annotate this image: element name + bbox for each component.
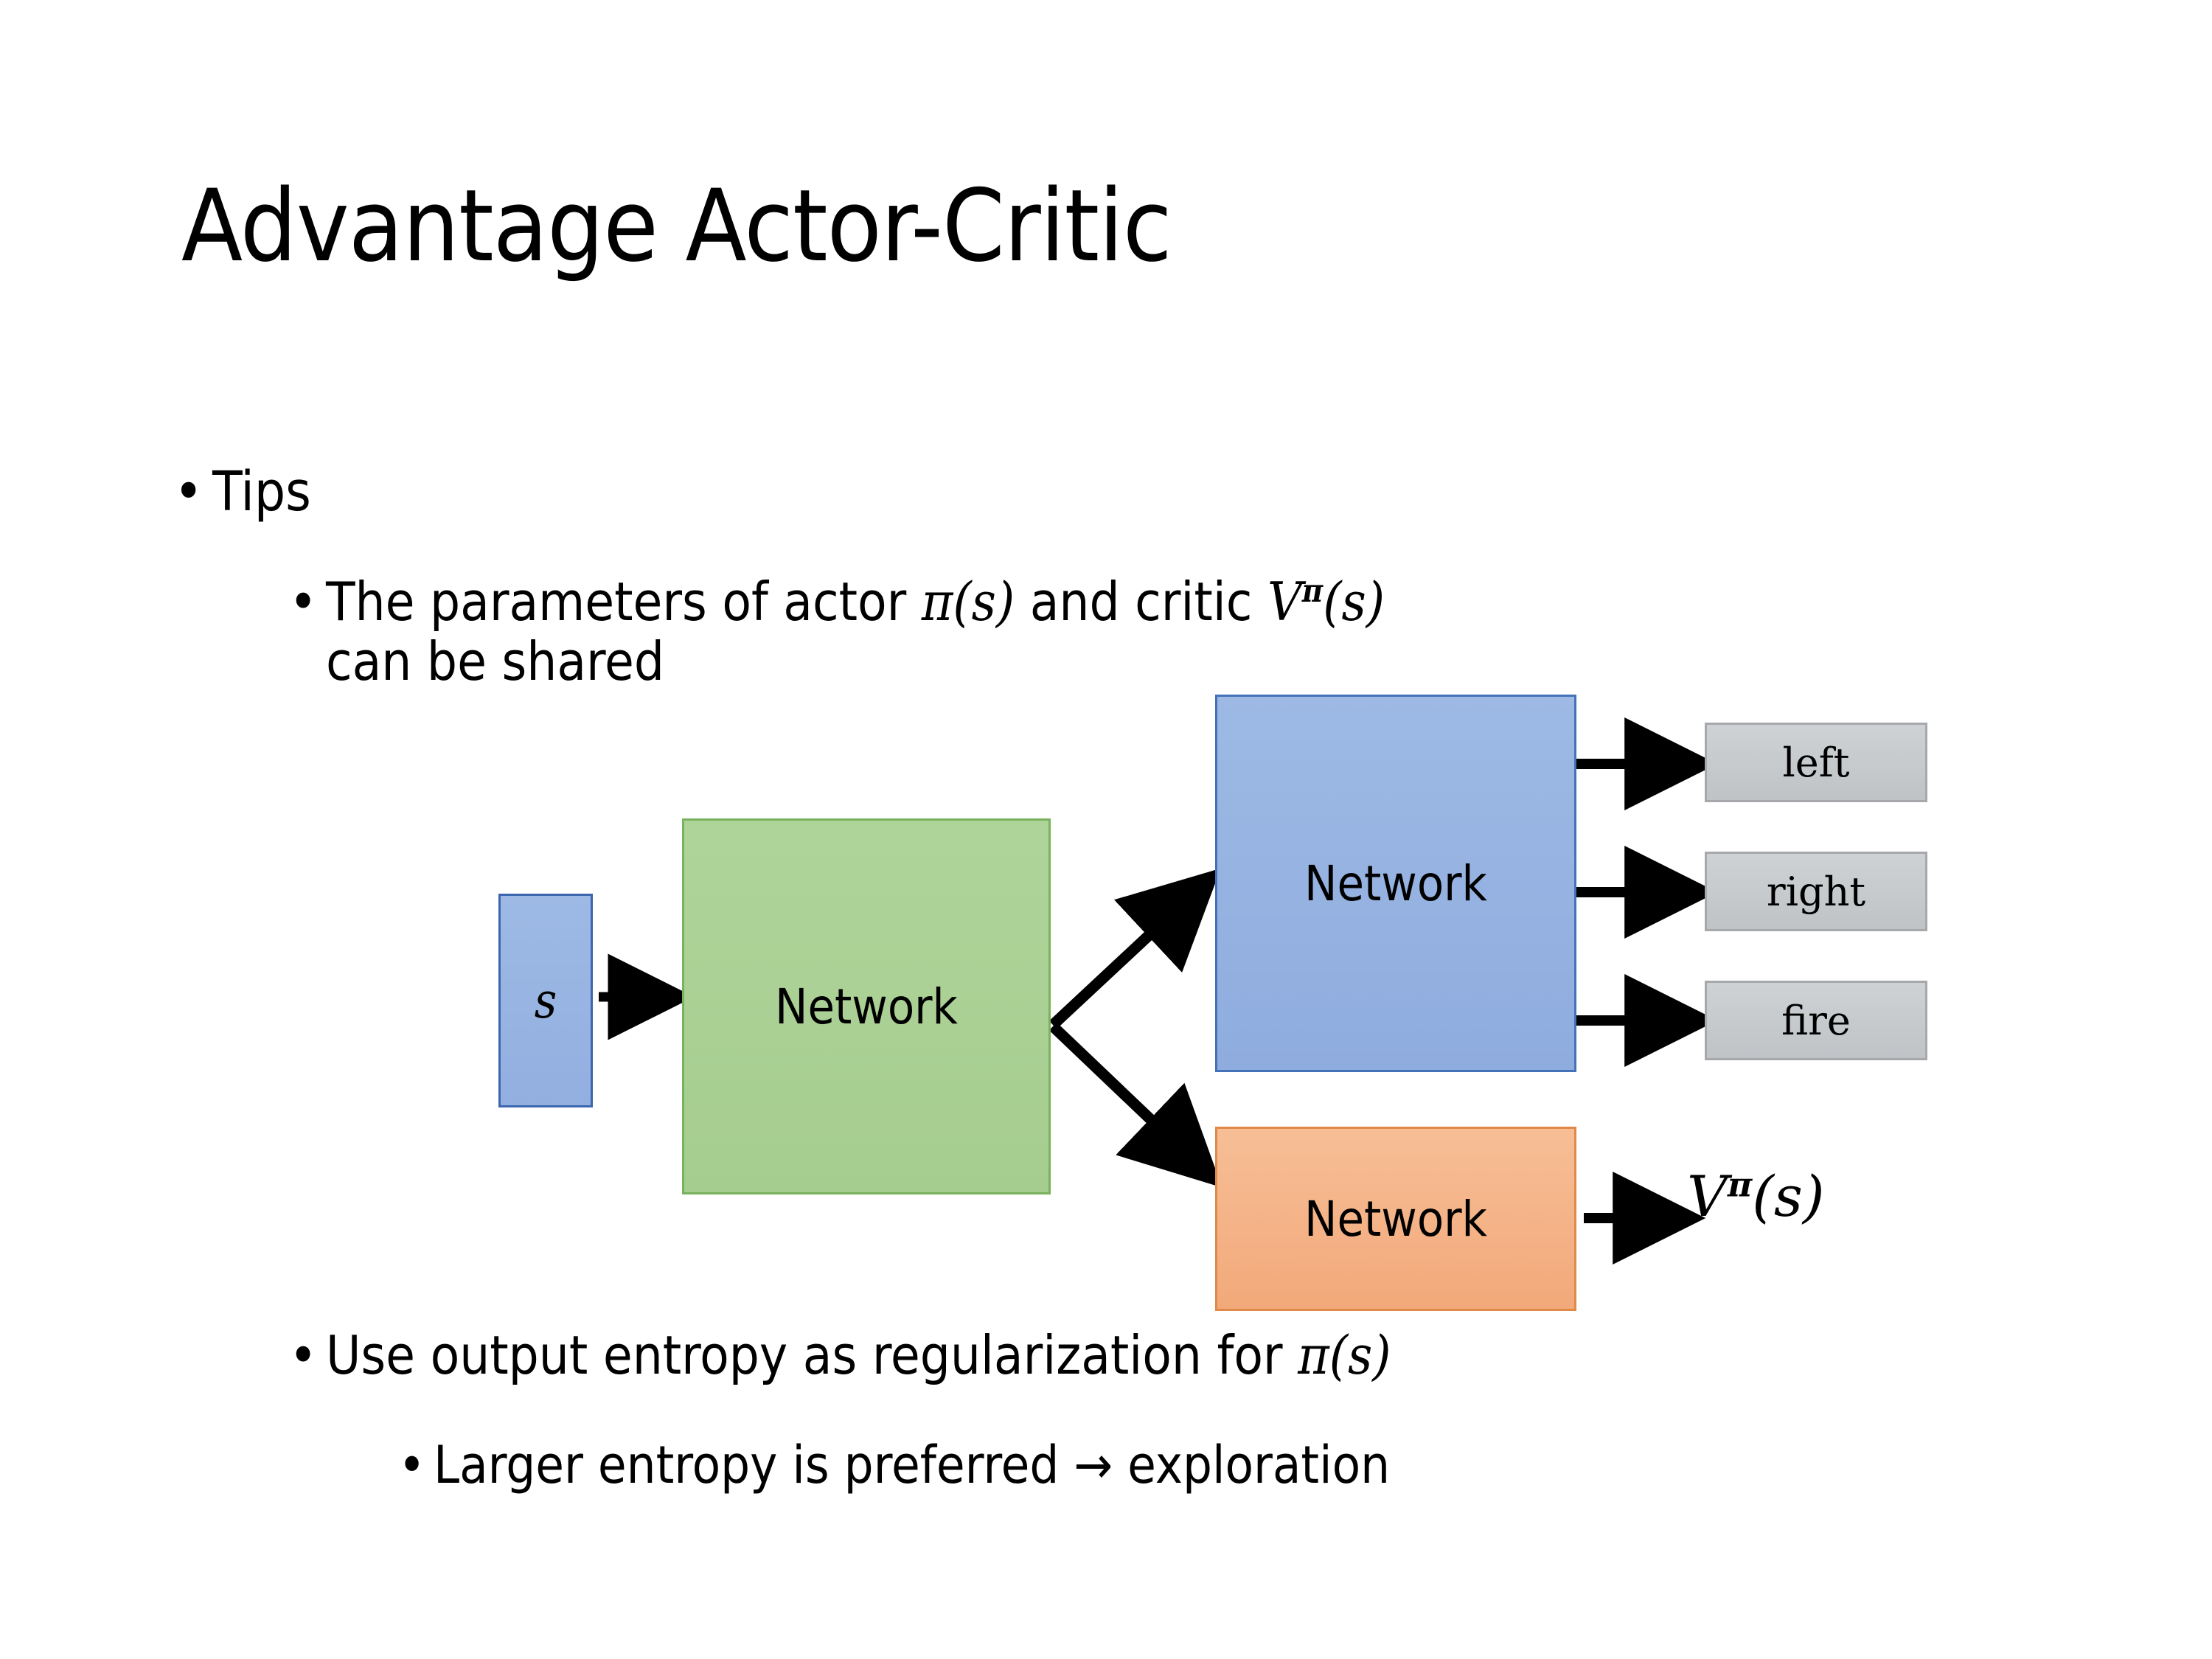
bullet-tips-label: Tips [212, 460, 311, 524]
bullet-larger-entropy: • Larger entropy is preferred → explorat… [398, 1435, 1391, 1495]
action-box-left: left [1705, 723, 1927, 802]
bullet-marker-icon: • [174, 460, 204, 524]
v-symbol: V [1267, 571, 1302, 633]
pi-symbol: π [921, 571, 953, 633]
v-args: (s) [1752, 1164, 1825, 1229]
bullet-marker-icon: • [398, 1435, 426, 1495]
text-after: can be shared [326, 630, 665, 692]
v-symbol: V [1687, 1164, 1728, 1229]
critic-network-label: Network [1304, 1190, 1487, 1248]
action-box-fire: fire [1705, 981, 1927, 1060]
arrow-shared-to-critic [1048, 1022, 1222, 1188]
pi-args: (s) [1329, 1324, 1391, 1386]
arrow-shared-to-actor [1048, 868, 1221, 1029]
value-function-output-label: Vπ(s) [1687, 1164, 1825, 1229]
pi-args: (s) [953, 571, 1015, 633]
page-title: Advantage Actor-Critic [181, 168, 1172, 284]
pi-symbol: π [1298, 1324, 1329, 1386]
critic-network-box: Network [1215, 1127, 1576, 1311]
v-superscript-pi: π [1727, 1164, 1753, 1205]
text-before-pi: The parameters of actor [326, 571, 922, 633]
action-label: left [1782, 739, 1850, 786]
bullet-entropy-regularization: • Use output entropy as regularization f… [289, 1326, 1391, 1385]
bullet-marker-icon: • [289, 571, 318, 633]
actor-network-label: Network [1304, 855, 1487, 912]
text-middle: and critic [1015, 571, 1267, 633]
actor-network-box: Network [1215, 695, 1576, 1072]
bullet-shared-parameters-label: The parameters of actor π(s) and critic … [326, 572, 1385, 691]
bullet-larger-entropy-label: Larger entropy is preferred → exploratio… [434, 1435, 1391, 1495]
bullet-marker-icon: • [289, 1324, 318, 1386]
bullet-entropy-label: Use output entropy as regularization for… [326, 1326, 1391, 1385]
v-superscript-pi: π [1301, 572, 1324, 610]
action-label: fire [1781, 997, 1851, 1044]
shared-network-label: Network [775, 978, 958, 1035]
shared-network-box: Network [682, 818, 1051, 1194]
v-args: (s) [1323, 571, 1385, 633]
state-label: s [534, 972, 557, 1029]
bullet-tips: • Tips [174, 462, 311, 523]
action-label: right [1766, 868, 1866, 915]
state-input-box: s [498, 894, 593, 1107]
bullet-shared-parameters: • The parameters of actor π(s) and criti… [289, 572, 1948, 691]
text-before-pi: Use output entropy as regularization for [326, 1324, 1298, 1386]
action-box-right: right [1705, 852, 1927, 931]
